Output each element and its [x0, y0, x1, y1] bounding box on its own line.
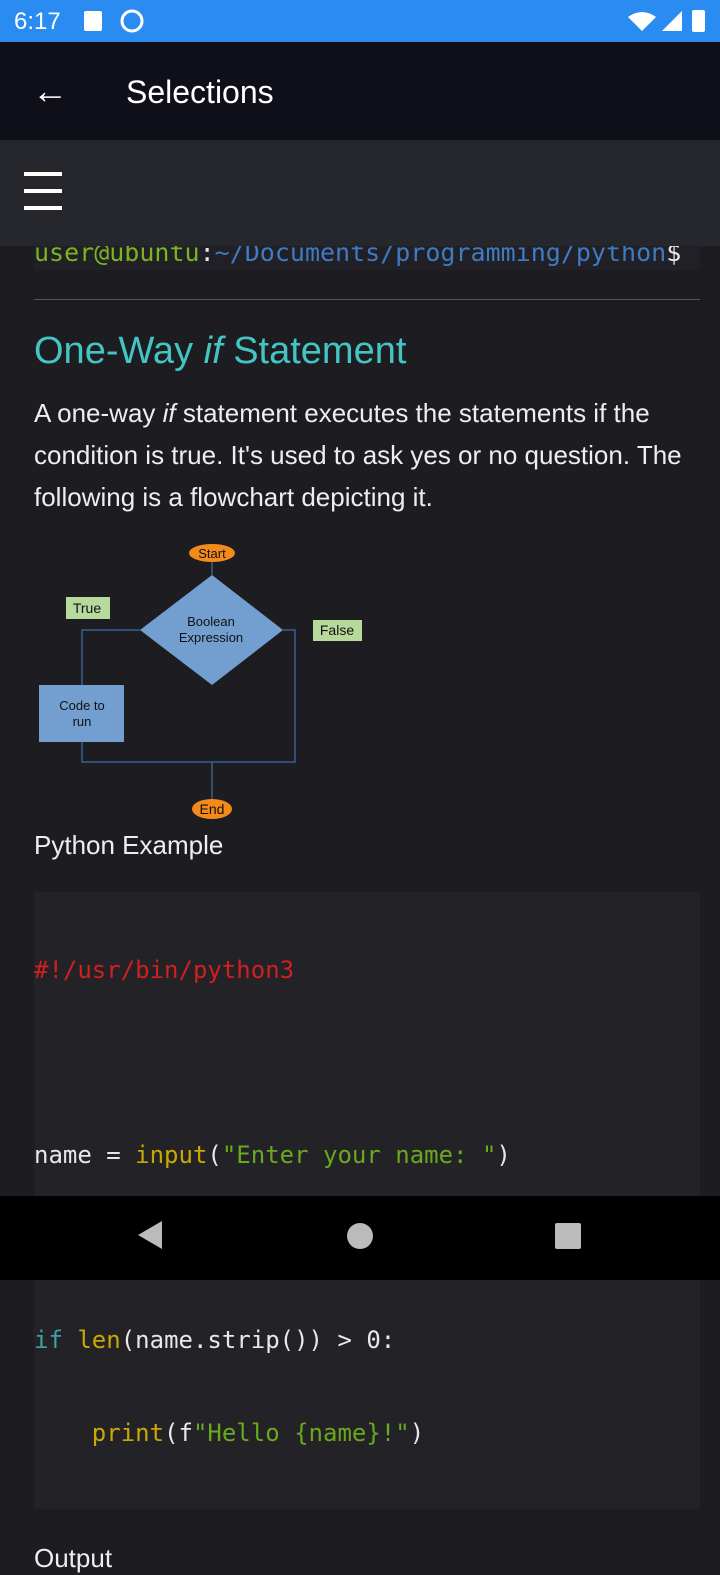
heading-pre: One-Way: [34, 330, 204, 372]
process-box: [39, 685, 124, 742]
code-shebang: #!/usr/bin/python3: [34, 956, 295, 984]
decision-diamond: [140, 575, 283, 685]
heading-em: if: [203, 330, 223, 372]
end-text: End: [200, 801, 225, 817]
article-body: A one-way if statement executes the stat…: [34, 392, 706, 1575]
status-signal-battery-icons: [628, 10, 705, 32]
page-title: Selections: [126, 74, 274, 110]
divider: [34, 299, 700, 300]
description-paragraph: A one-way if statement executes the stat…: [34, 392, 706, 518]
true-text: True: [73, 600, 101, 616]
status-notification-icons: [84, 9, 144, 33]
code-token: ): [496, 1141, 511, 1169]
decision-text-1: Boolean: [187, 614, 235, 629]
status-bar: 6:17: [0, 0, 720, 42]
start-terminal: [189, 544, 235, 562]
code-token: "Enter your name: ": [221, 1141, 497, 1169]
python-example-label: Python Example: [34, 830, 224, 860]
code-token: len: [77, 1326, 121, 1354]
hamburger-menu-icon[interactable]: [24, 172, 62, 223]
nav-home-icon[interactable]: [346, 1222, 374, 1250]
status-time: 6:17: [14, 8, 61, 35]
false-text: False: [320, 622, 354, 638]
para-pre: A one-way: [34, 398, 163, 428]
code-token: [34, 1419, 92, 1447]
section-heading: One-Way if Statement: [34, 330, 406, 373]
code-token: "Hello {name}!": [192, 1418, 410, 1447]
code-text-2: run: [73, 714, 92, 729]
code-text-1: Code to: [59, 698, 105, 713]
code-token: ): [409, 1418, 425, 1447]
navigation-bar: [0, 1196, 720, 1280]
heading-post: Statement: [222, 330, 407, 372]
true-label-box: [66, 597, 110, 619]
code-token: name =: [34, 1141, 136, 1169]
code-token: print: [91, 1418, 165, 1447]
code-token: if: [34, 1326, 78, 1354]
nav-recents-icon[interactable]: [554, 1222, 582, 1250]
code-token: (name.strip()) > 0:: [120, 1326, 396, 1354]
nav-back-icon[interactable]: [136, 1220, 164, 1250]
flowchart-diagram: Start Boolean Expression True False Code…: [39, 544, 362, 819]
code-token: (: [207, 1141, 222, 1169]
para-post: statement executes the statements if the…: [34, 398, 682, 512]
start-text: Start: [198, 546, 226, 561]
code-token: (f: [164, 1418, 193, 1447]
app-bar: ← Selections: [0, 42, 720, 140]
false-label-box: [313, 620, 362, 641]
decision-text-2: Expression: [179, 630, 243, 645]
back-arrow-icon[interactable]: ←: [32, 70, 68, 111]
para-em: if: [162, 398, 176, 428]
code-token: input: [135, 1141, 208, 1169]
end-terminal: [192, 799, 232, 819]
secondary-toolbar: [0, 140, 720, 246]
output-label: Output: [34, 1543, 113, 1573]
